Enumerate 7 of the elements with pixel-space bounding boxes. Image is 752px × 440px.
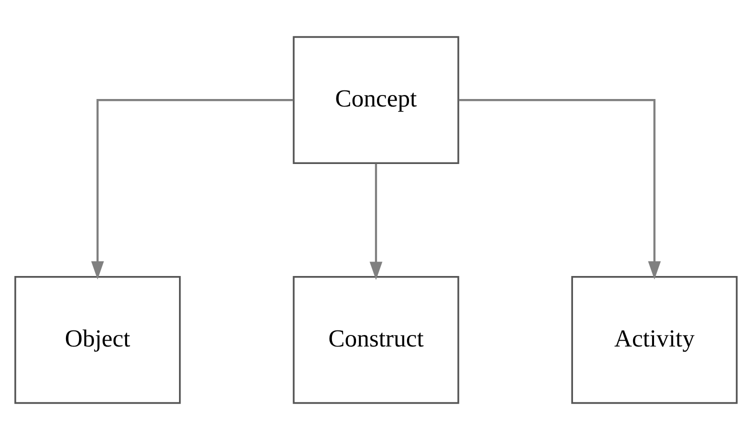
arrow [91, 99, 294, 280]
node-box: Construct [292, 276, 460, 404]
node-box: Concept [292, 36, 460, 164]
node-box: Activity [571, 276, 738, 404]
node-box: Object [14, 276, 181, 404]
arrow [370, 164, 382, 280]
arrow [458, 99, 661, 280]
